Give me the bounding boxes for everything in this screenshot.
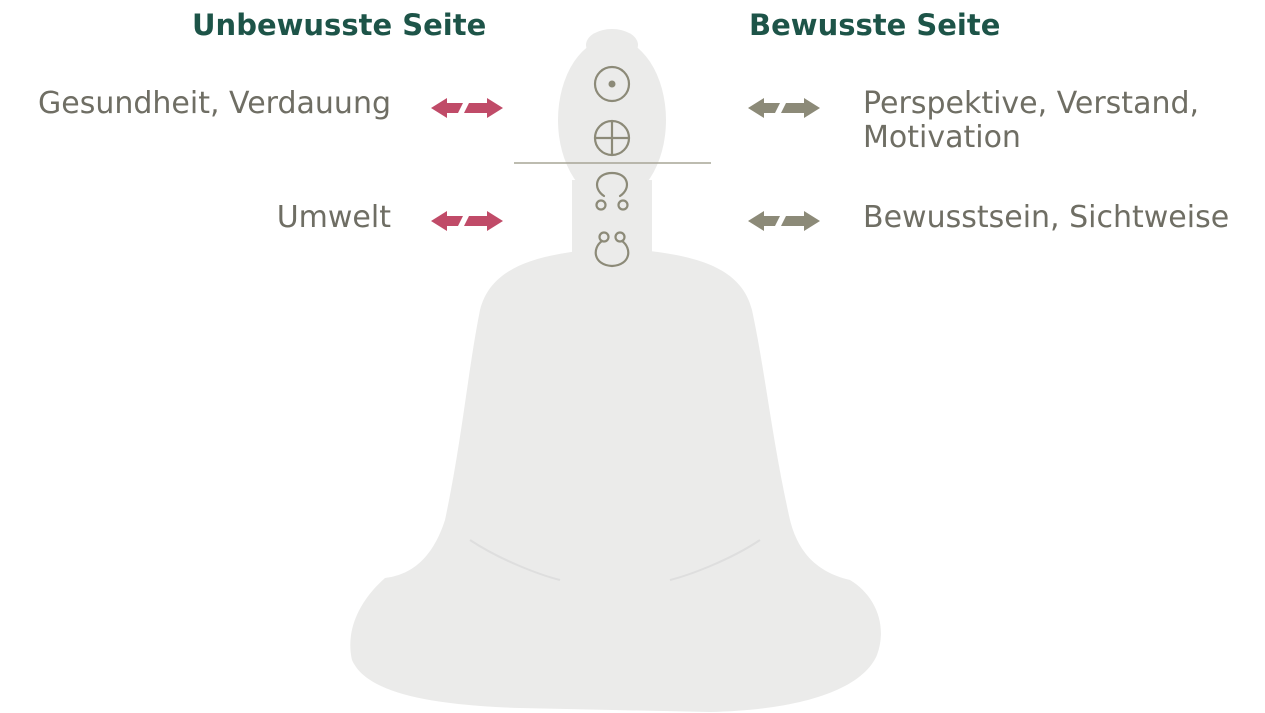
conscious-label-awareness: Bewusstsein, Sichtweise [863, 201, 1229, 235]
figure-body [350, 29, 881, 712]
unconscious-label-health-digestion: Gesundheit, Verdauung [38, 87, 391, 121]
double-arrow-icon [431, 95, 503, 121]
unconscious-side-heading: Unbewusste Seite [192, 8, 486, 42]
conscious-label-perspective-line2: Motivation [863, 121, 1199, 155]
conscious-label-perspective: Perspektive, Verstand, Motivation [863, 87, 1199, 155]
unconscious-label-environment: Umwelt [277, 201, 391, 235]
double-arrow-icon [431, 208, 503, 234]
circled-plus-icon [595, 121, 629, 155]
double-arrow-icon [748, 208, 820, 234]
double-arrow-icon [748, 95, 820, 121]
conscious-side-heading: Bewusste Seite [749, 8, 1000, 42]
conscious-label-perspective-line1: Perspektive, Verstand, [863, 87, 1199, 121]
